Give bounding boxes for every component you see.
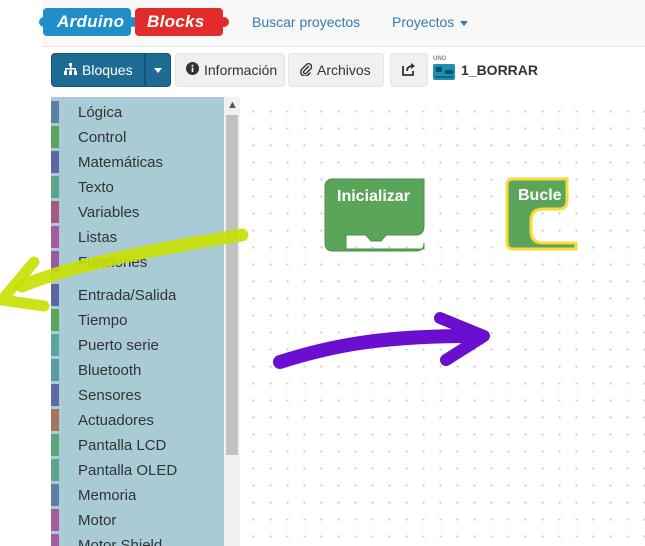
category-label: Lógica: [78, 104, 123, 121]
blocks-button[interactable]: Bloques: [51, 53, 145, 87]
category-color-bar: [51, 201, 59, 223]
left-margin: [0, 0, 43, 546]
nav-projects-dropdown[interactable]: Proyectos: [392, 14, 469, 30]
category-item[interactable]: Motor Shield: [51, 534, 224, 546]
category-item[interactable]: Pantalla OLED: [51, 459, 224, 481]
loop-block-shape: [505, 177, 578, 251]
category-color-bar: [51, 334, 59, 356]
toolbox-scrollbar[interactable]: ▲: [224, 97, 240, 546]
category-label: Control: [78, 129, 127, 146]
share-icon: [402, 62, 416, 79]
category-color-bar: [51, 534, 59, 546]
category-color-bar: [51, 384, 59, 406]
project-title: UNO 1_BORRAR: [433, 56, 539, 82]
paperclip-icon: [300, 62, 313, 79]
loop-block-label: Bucle: [518, 187, 562, 204]
caret-down-icon: [154, 67, 162, 73]
category-color-bar: [51, 126, 59, 148]
blocks-workspace[interactable]: Inicializar Bucle: [241, 97, 645, 546]
category-item[interactable]: Variables: [51, 201, 224, 223]
logo-text-blocks: Blocks: [147, 12, 205, 31]
loop-block[interactable]: Bucle: [505, 177, 578, 251]
category-label: Puerto serie: [78, 337, 159, 354]
category-color-bar: [51, 151, 59, 173]
category-item[interactable]: Sensores: [51, 384, 224, 406]
category-color-bar: [51, 509, 59, 531]
files-button-label: Archivos: [317, 62, 371, 78]
info-button[interactable]: Información: [175, 53, 285, 87]
category-color-bar: [51, 284, 59, 306]
logo-piece-red: [135, 8, 223, 36]
setup-block-label: Inicializar: [337, 188, 410, 205]
board-badge: UNO: [433, 56, 447, 62]
category-item[interactable]: Memoria: [51, 484, 224, 506]
share-button[interactable]: [390, 53, 428, 87]
project-name: 1_BORRAR: [461, 62, 539, 78]
category-item[interactable]: Puerto serie: [51, 334, 224, 356]
category-color-bar: [51, 409, 59, 431]
category-label: Bluetooth: [78, 362, 142, 379]
category-item[interactable]: Matemáticas: [51, 151, 224, 173]
category-label: Texto: [78, 179, 114, 196]
category-label: Actuadores: [78, 412, 154, 429]
category-label: Pantalla OLED: [78, 462, 178, 479]
category-color-bar: [51, 251, 59, 273]
category-item[interactable]: Lógica: [51, 101, 224, 123]
category-item[interactable]: Listas: [51, 226, 224, 248]
category-label: Tiempo: [78, 312, 128, 329]
scroll-thumb[interactable]: [226, 115, 238, 455]
category-color-bar: [51, 484, 59, 506]
category-label: Listas: [78, 229, 118, 246]
top-navbar: Arduino Blocks Buscar proyectos Proyecto…: [39, 0, 645, 47]
sitemap-icon: [64, 62, 77, 78]
logo-piece-blue: [43, 8, 131, 36]
category-item[interactable]: Texto: [51, 176, 224, 198]
files-button[interactable]: Archivos: [288, 53, 384, 87]
category-color-bar: [51, 101, 59, 123]
info-button-label: Información: [204, 62, 278, 78]
category-item[interactable]: Motor: [51, 509, 224, 531]
category-label: Matemáticas: [78, 154, 164, 171]
category-label: Entrada/Salida: [78, 287, 177, 304]
puzzle-nub-icon: [219, 17, 229, 27]
category-label: Pantalla LCD: [78, 437, 167, 454]
category-color-bar: [51, 359, 59, 381]
category-color-bar: [51, 226, 59, 248]
category-item[interactable]: Bluetooth: [51, 359, 224, 381]
category-item[interactable]: Control: [51, 126, 224, 148]
category-label: Motor Shield: [78, 537, 163, 546]
arduino-uno-board-icon: UNO: [433, 56, 455, 81]
category-label: Motor: [78, 512, 117, 529]
caret-down-icon: [460, 20, 469, 26]
scroll-up-arrow-icon[interactable]: ▲: [227, 99, 238, 111]
category-item[interactable]: Tiempo: [51, 309, 224, 331]
category-item[interactable]: Funciones: [51, 251, 224, 273]
category-color-bar: [51, 459, 59, 481]
nav-search-projects[interactable]: Buscar proyectos: [252, 14, 361, 30]
setup-block-shape: [324, 178, 425, 252]
category-label: Funciones: [78, 254, 148, 271]
nav-projects-label: Proyectos: [392, 14, 455, 30]
info-circle-icon: [186, 62, 199, 78]
setup-block[interactable]: Inicializar: [324, 178, 425, 252]
category-item[interactable]: Actuadores: [51, 409, 224, 431]
arduinoblocks-logo[interactable]: Arduino Blocks: [39, 6, 229, 38]
category-label: Sensores: [78, 387, 142, 404]
category-label: Memoria: [78, 487, 137, 504]
blocks-dropdown-toggle[interactable]: [145, 53, 171, 87]
blocks-button-label: Bloques: [82, 62, 133, 78]
category-color-bar: [51, 176, 59, 198]
category-label: Variables: [78, 204, 140, 221]
logo-text-arduino: Arduino: [57, 12, 125, 31]
category-color-bar: [51, 309, 59, 331]
puzzle-nub-icon: [128, 17, 138, 27]
category-item[interactable]: Pantalla LCD: [51, 434, 224, 456]
category-item[interactable]: Entrada/Salida: [51, 284, 224, 306]
category-color-bar: [51, 434, 59, 456]
